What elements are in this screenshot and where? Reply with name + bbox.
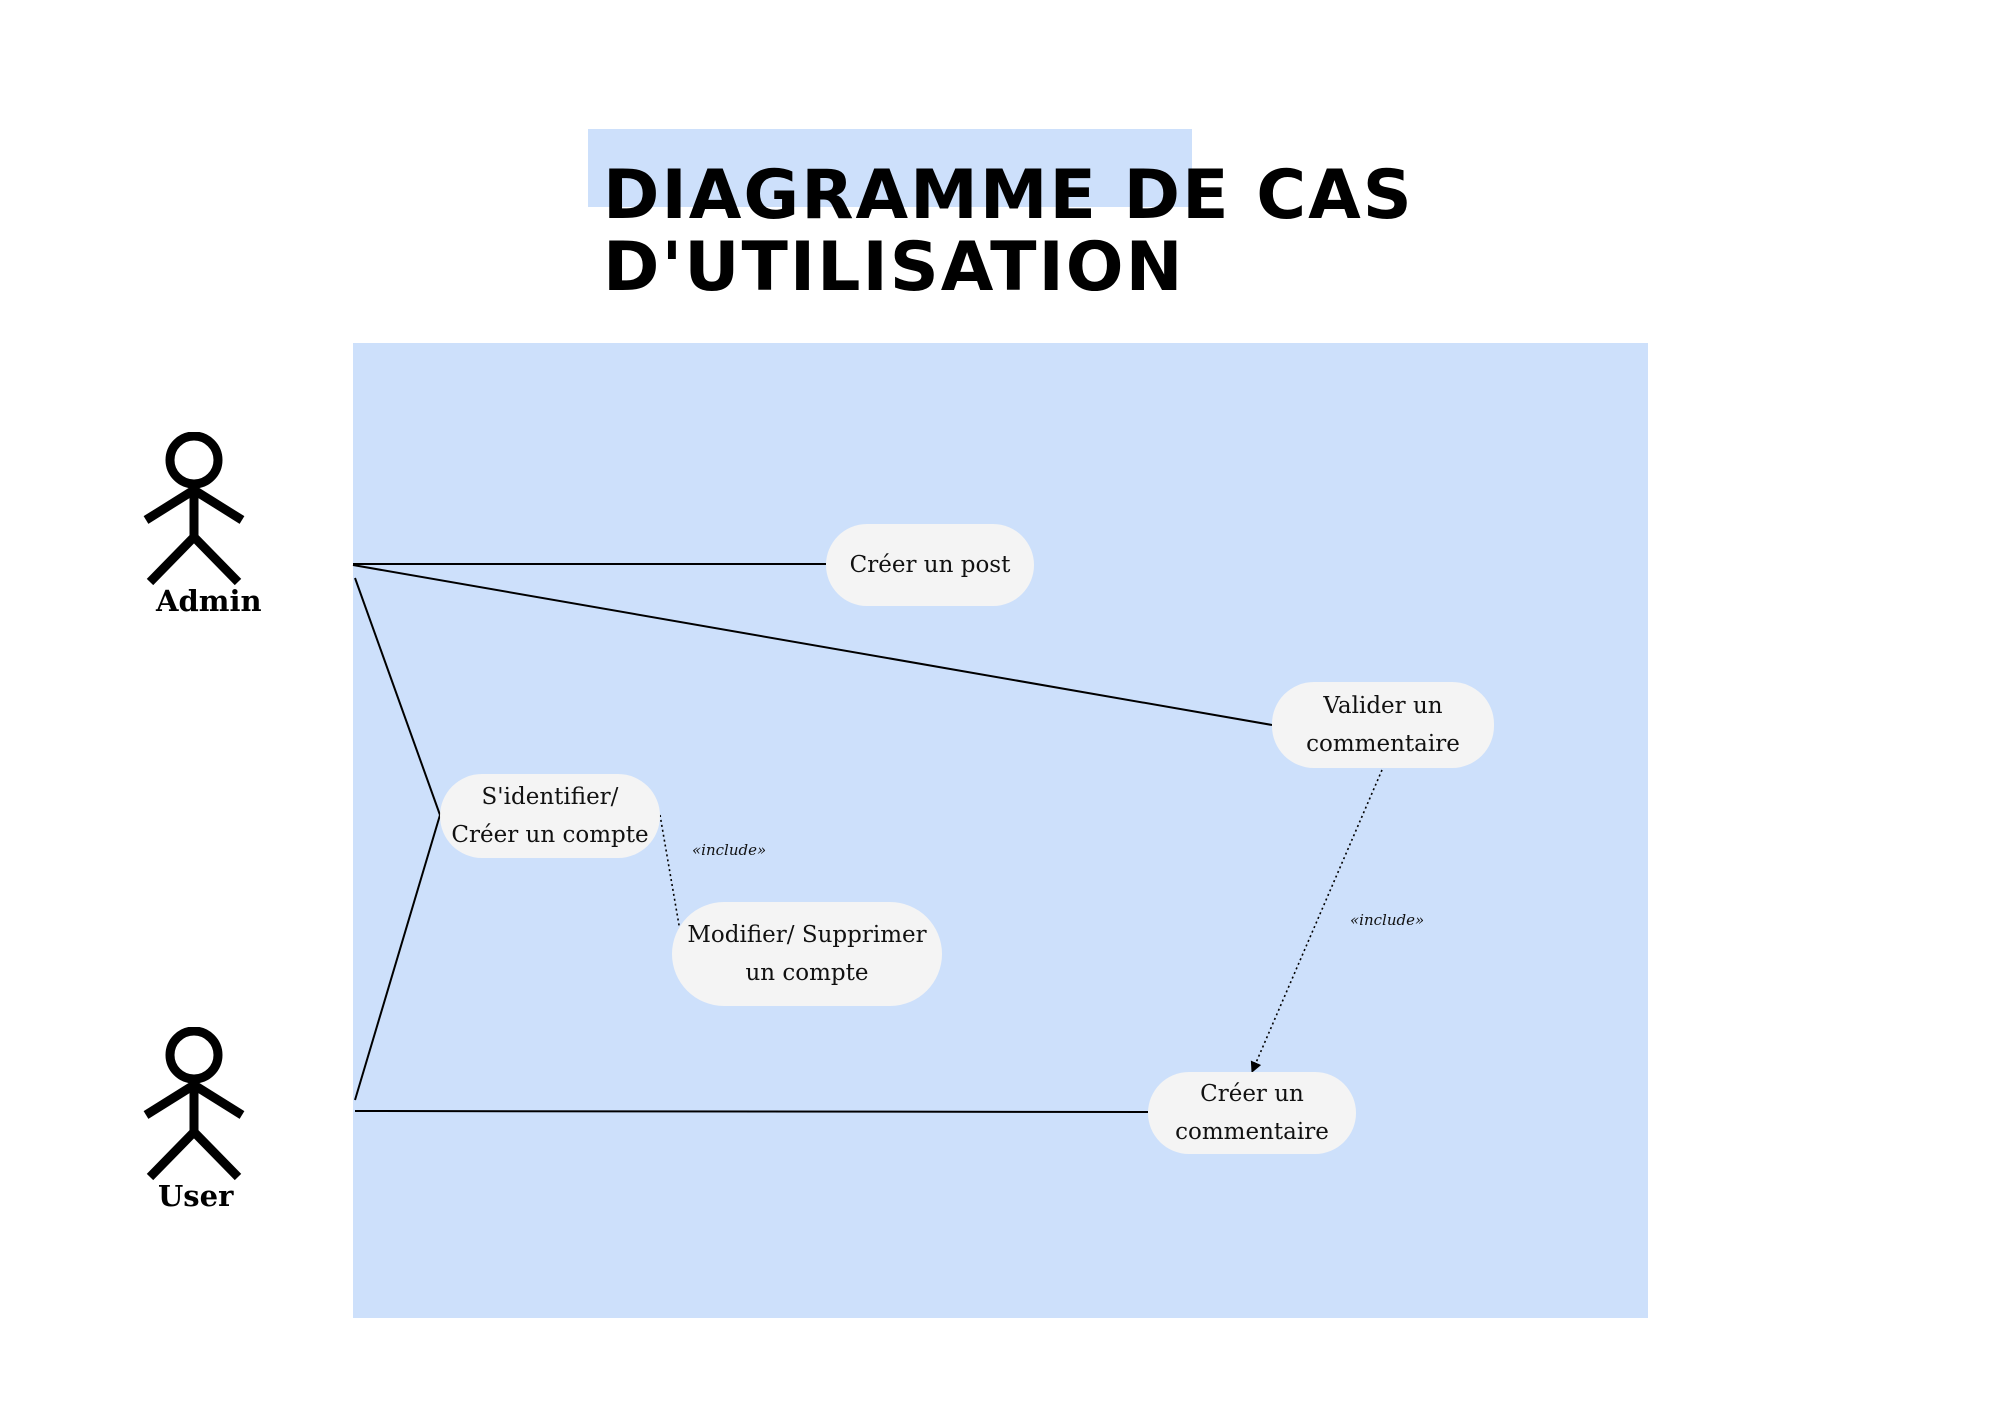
usecase-identifier: S'identifier/ Créer un compte	[440, 774, 660, 858]
usecase-valider-commentaire-label: Valider un commentaire	[1306, 693, 1460, 757]
include-label-identifier-modifier: «include»	[692, 841, 767, 859]
user-actor-icon	[143, 1027, 245, 1181]
assoc-admin-identifier	[354, 577, 441, 816]
title-line-1: DIAGRAMME DE CAS	[603, 156, 1414, 235]
assoc-user-creer-commentaire	[354, 1110, 1149, 1113]
usecase-creer-commentaire-label: Créer un commentaire	[1175, 1081, 1329, 1145]
usecase-creer-post-label: Créer un post	[849, 552, 1011, 578]
usecase-valider-commentaire: Valider un commentaire	[1272, 682, 1494, 768]
title-line-2: D'UTILISATION	[603, 228, 1185, 307]
usecase-modifier-compte: Modifier/ Supprimer un compte	[672, 902, 942, 1006]
usecase-creer-commentaire: Créer un commentaire	[1148, 1072, 1356, 1154]
page-title: DIAGRAMME DE CAS D'UTILISATION	[603, 160, 1414, 304]
usecase-modifier-compte-label: Modifier/ Supprimer un compte	[687, 922, 927, 986]
assoc-user-identifier	[354, 814, 441, 1101]
include-label-valider-creer: «include»	[1350, 911, 1425, 929]
user-actor-label: User	[158, 1179, 234, 1213]
title-highlight	[588, 129, 1192, 207]
assoc-admin-valider-commentaire	[352, 564, 1273, 726]
include-arrow-identifier-modifier	[659, 814, 688, 956]
admin-actor-label: Admin	[156, 584, 262, 618]
usecase-identifier-label: S'identifier/ Créer un compte	[451, 784, 649, 848]
admin-actor-icon	[143, 432, 245, 586]
usecase-creer-post: Créer un post	[826, 524, 1034, 606]
